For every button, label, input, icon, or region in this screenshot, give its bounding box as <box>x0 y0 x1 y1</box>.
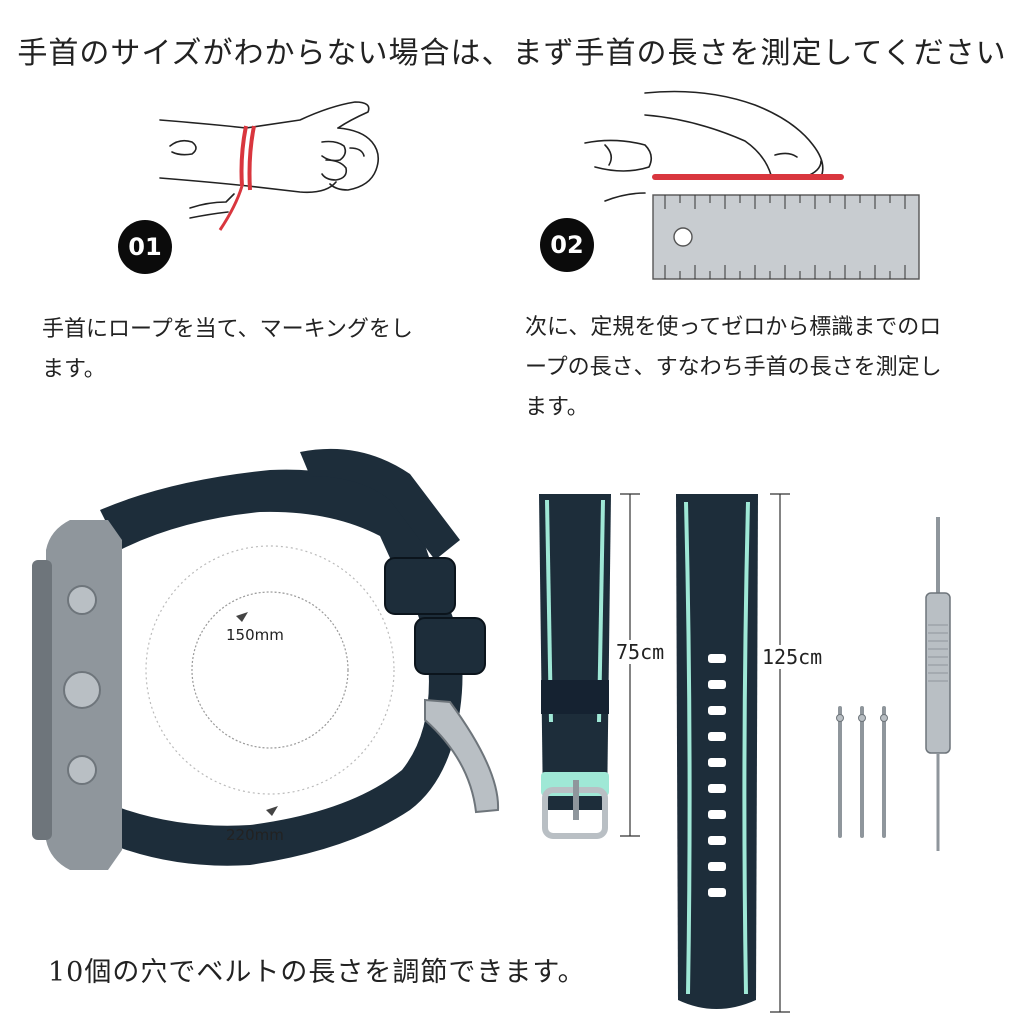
watch-side-view <box>32 448 500 870</box>
short-strap-length: 75cm <box>616 640 665 664</box>
step2-caption-line2: ープの長さ、すなわち手首の長さを測定し <box>525 355 942 380</box>
step2-caption-line1: 次に、定規を使ってゼロから標識までのロ <box>525 315 942 340</box>
step2-badge: 02 <box>540 218 594 272</box>
long-strap-length: 125cm <box>762 645 823 669</box>
step1-caption: 手首にロープを当て、マーキングをし ます。 <box>42 310 413 390</box>
step2-caption-line3: ます。 <box>525 395 589 420</box>
step2-caption: 次に、定規を使ってゼロから標識までのロ ープの長さ、すなわち手首の長さを測定し … <box>525 308 942 428</box>
strap-long <box>676 494 758 1009</box>
outer-diameter-label: 220mm <box>226 826 284 844</box>
long-strap-dimension-line <box>770 493 790 1013</box>
headline: 手首のサイズがわからない場合は、まず手首の長さを測定してください <box>17 36 1007 71</box>
inner-diameter-label: 150mm <box>226 626 284 644</box>
step1-caption-line2: ます。 <box>42 357 106 382</box>
spring-bar-pins <box>836 706 888 838</box>
ruler-measure-illustration <box>584 90 920 280</box>
wrist-rope-illustration <box>159 101 380 231</box>
spring-bar-tool <box>925 517 951 851</box>
bottom-note: 10個の穴でベルトの長さを調節できます。 <box>48 957 586 988</box>
step1-caption-line1: 手首にロープを当て、マーキングをし <box>42 317 413 342</box>
short-strap-dimension-line <box>620 493 640 837</box>
step1-badge: 01 <box>118 220 172 274</box>
strap-short <box>539 494 611 839</box>
